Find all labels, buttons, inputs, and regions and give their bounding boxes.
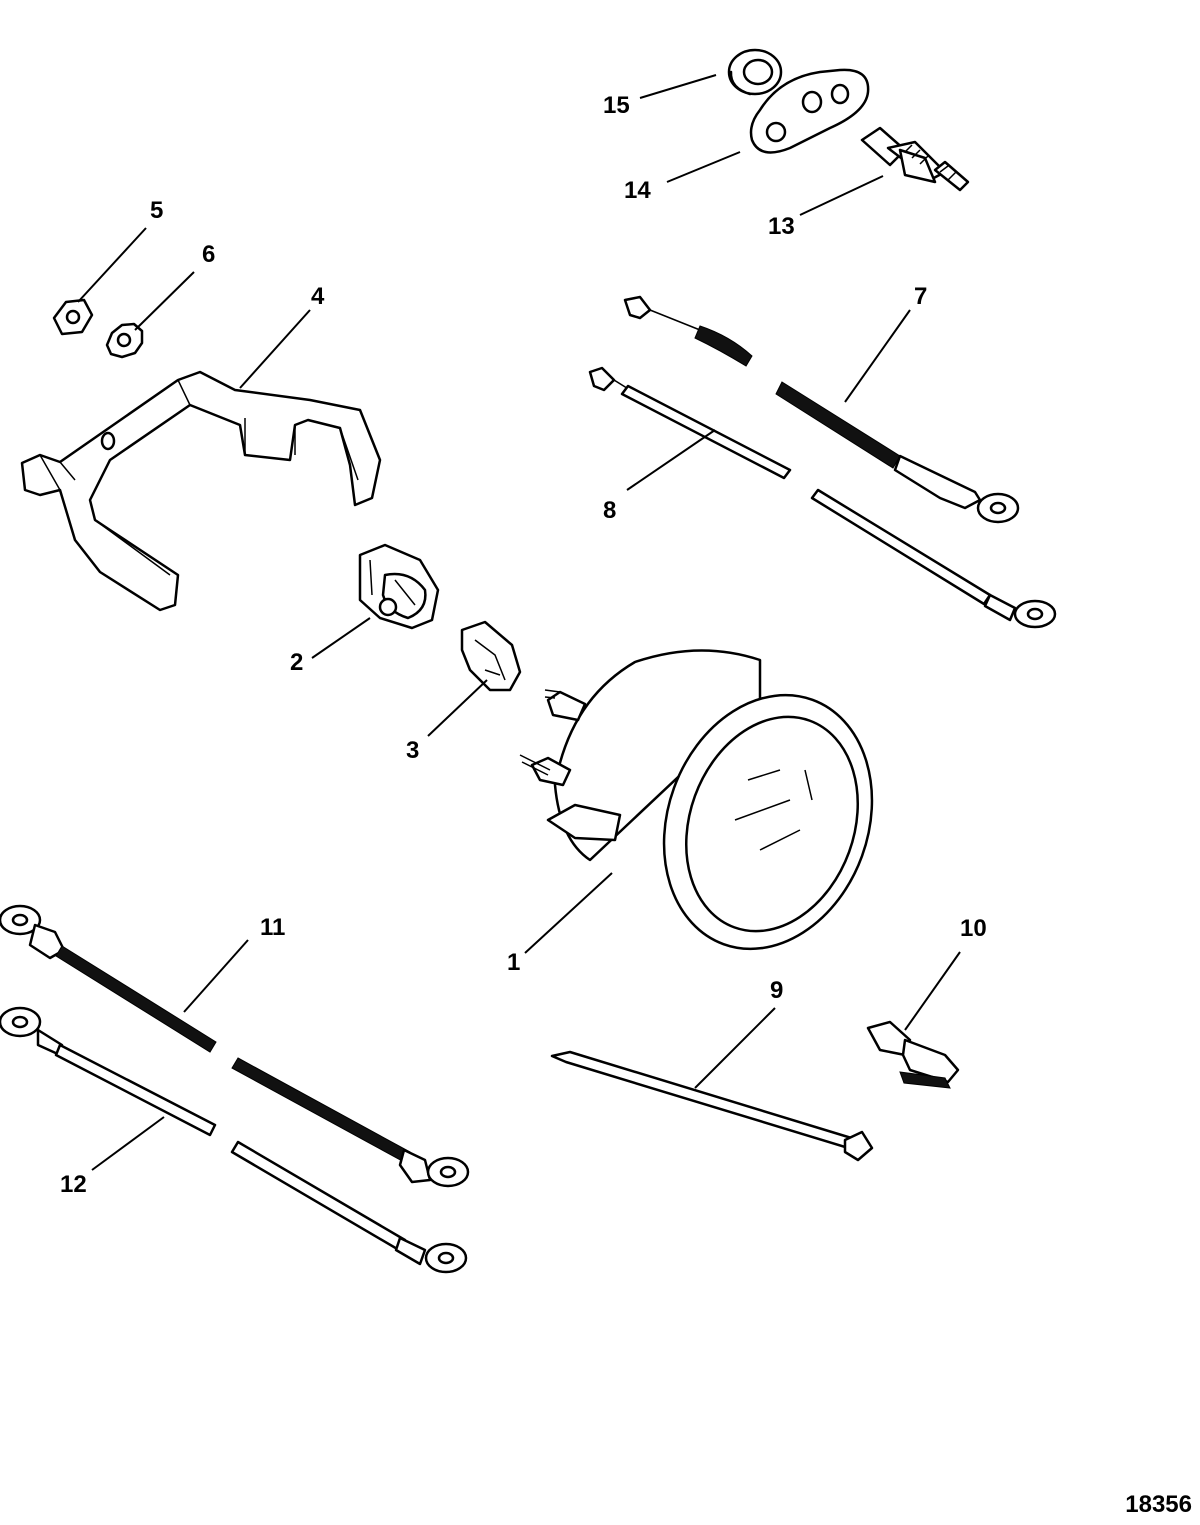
callout-3: 3: [406, 737, 419, 764]
part-3-bulb: [460, 620, 522, 692]
leader-8: [626, 429, 716, 491]
leader-12: [91, 1116, 165, 1171]
part-13-stud: [860, 126, 970, 192]
leader-14: [666, 151, 741, 183]
callout-2: 2: [290, 649, 303, 676]
callout-10: 10: [960, 915, 987, 942]
part-7-black-wire: [623, 295, 1020, 524]
callout-5: 5: [150, 197, 163, 224]
part-12-thin-wire: [0, 1006, 468, 1274]
leader-4: [239, 309, 311, 389]
part-1-gauge: [519, 649, 874, 951]
figure-number: 18356: [1125, 1491, 1192, 1518]
part-6-lock-washer: [105, 322, 144, 359]
part-11-black-wire: [0, 904, 470, 1188]
callout-15: 15: [603, 92, 630, 119]
part-4-bracket: [20, 370, 382, 612]
leader-2: [311, 617, 371, 659]
part-8-thin-wire: [588, 366, 1057, 629]
leader-3: [427, 679, 488, 737]
leader-13: [799, 175, 884, 216]
leader-1: [524, 872, 613, 954]
callout-9: 9: [770, 977, 783, 1004]
leader-15: [639, 74, 717, 99]
callout-8: 8: [603, 497, 616, 524]
leader-10: [904, 951, 961, 1031]
callout-1: 1: [507, 949, 520, 976]
part-5-hex-nut: [52, 298, 94, 336]
callout-labels: 15 14 13 5 6 4 7 8 2 3 1 11 12 9 10: [60, 92, 987, 1198]
leader-6: [134, 271, 195, 331]
part-9-cable-tie: [550, 1050, 874, 1162]
leader-5: [77, 227, 147, 303]
callout-4: 4: [311, 283, 325, 310]
part-2-bulb-socket: [358, 543, 440, 630]
leader-11: [183, 939, 249, 1013]
part-15-grommet: [727, 48, 783, 96]
leader-9: [694, 1007, 776, 1089]
part-14-plate: [749, 68, 870, 154]
leader-7: [844, 309, 911, 403]
callout-6: 6: [202, 241, 215, 268]
part-10-terminal: [866, 1020, 960, 1089]
callout-14: 14: [624, 177, 651, 204]
callout-13: 13: [768, 213, 795, 240]
leader-lines: [77, 74, 961, 1171]
callout-11: 11: [260, 914, 285, 941]
callout-12: 12: [60, 1171, 87, 1198]
callout-7: 7: [914, 283, 927, 310]
